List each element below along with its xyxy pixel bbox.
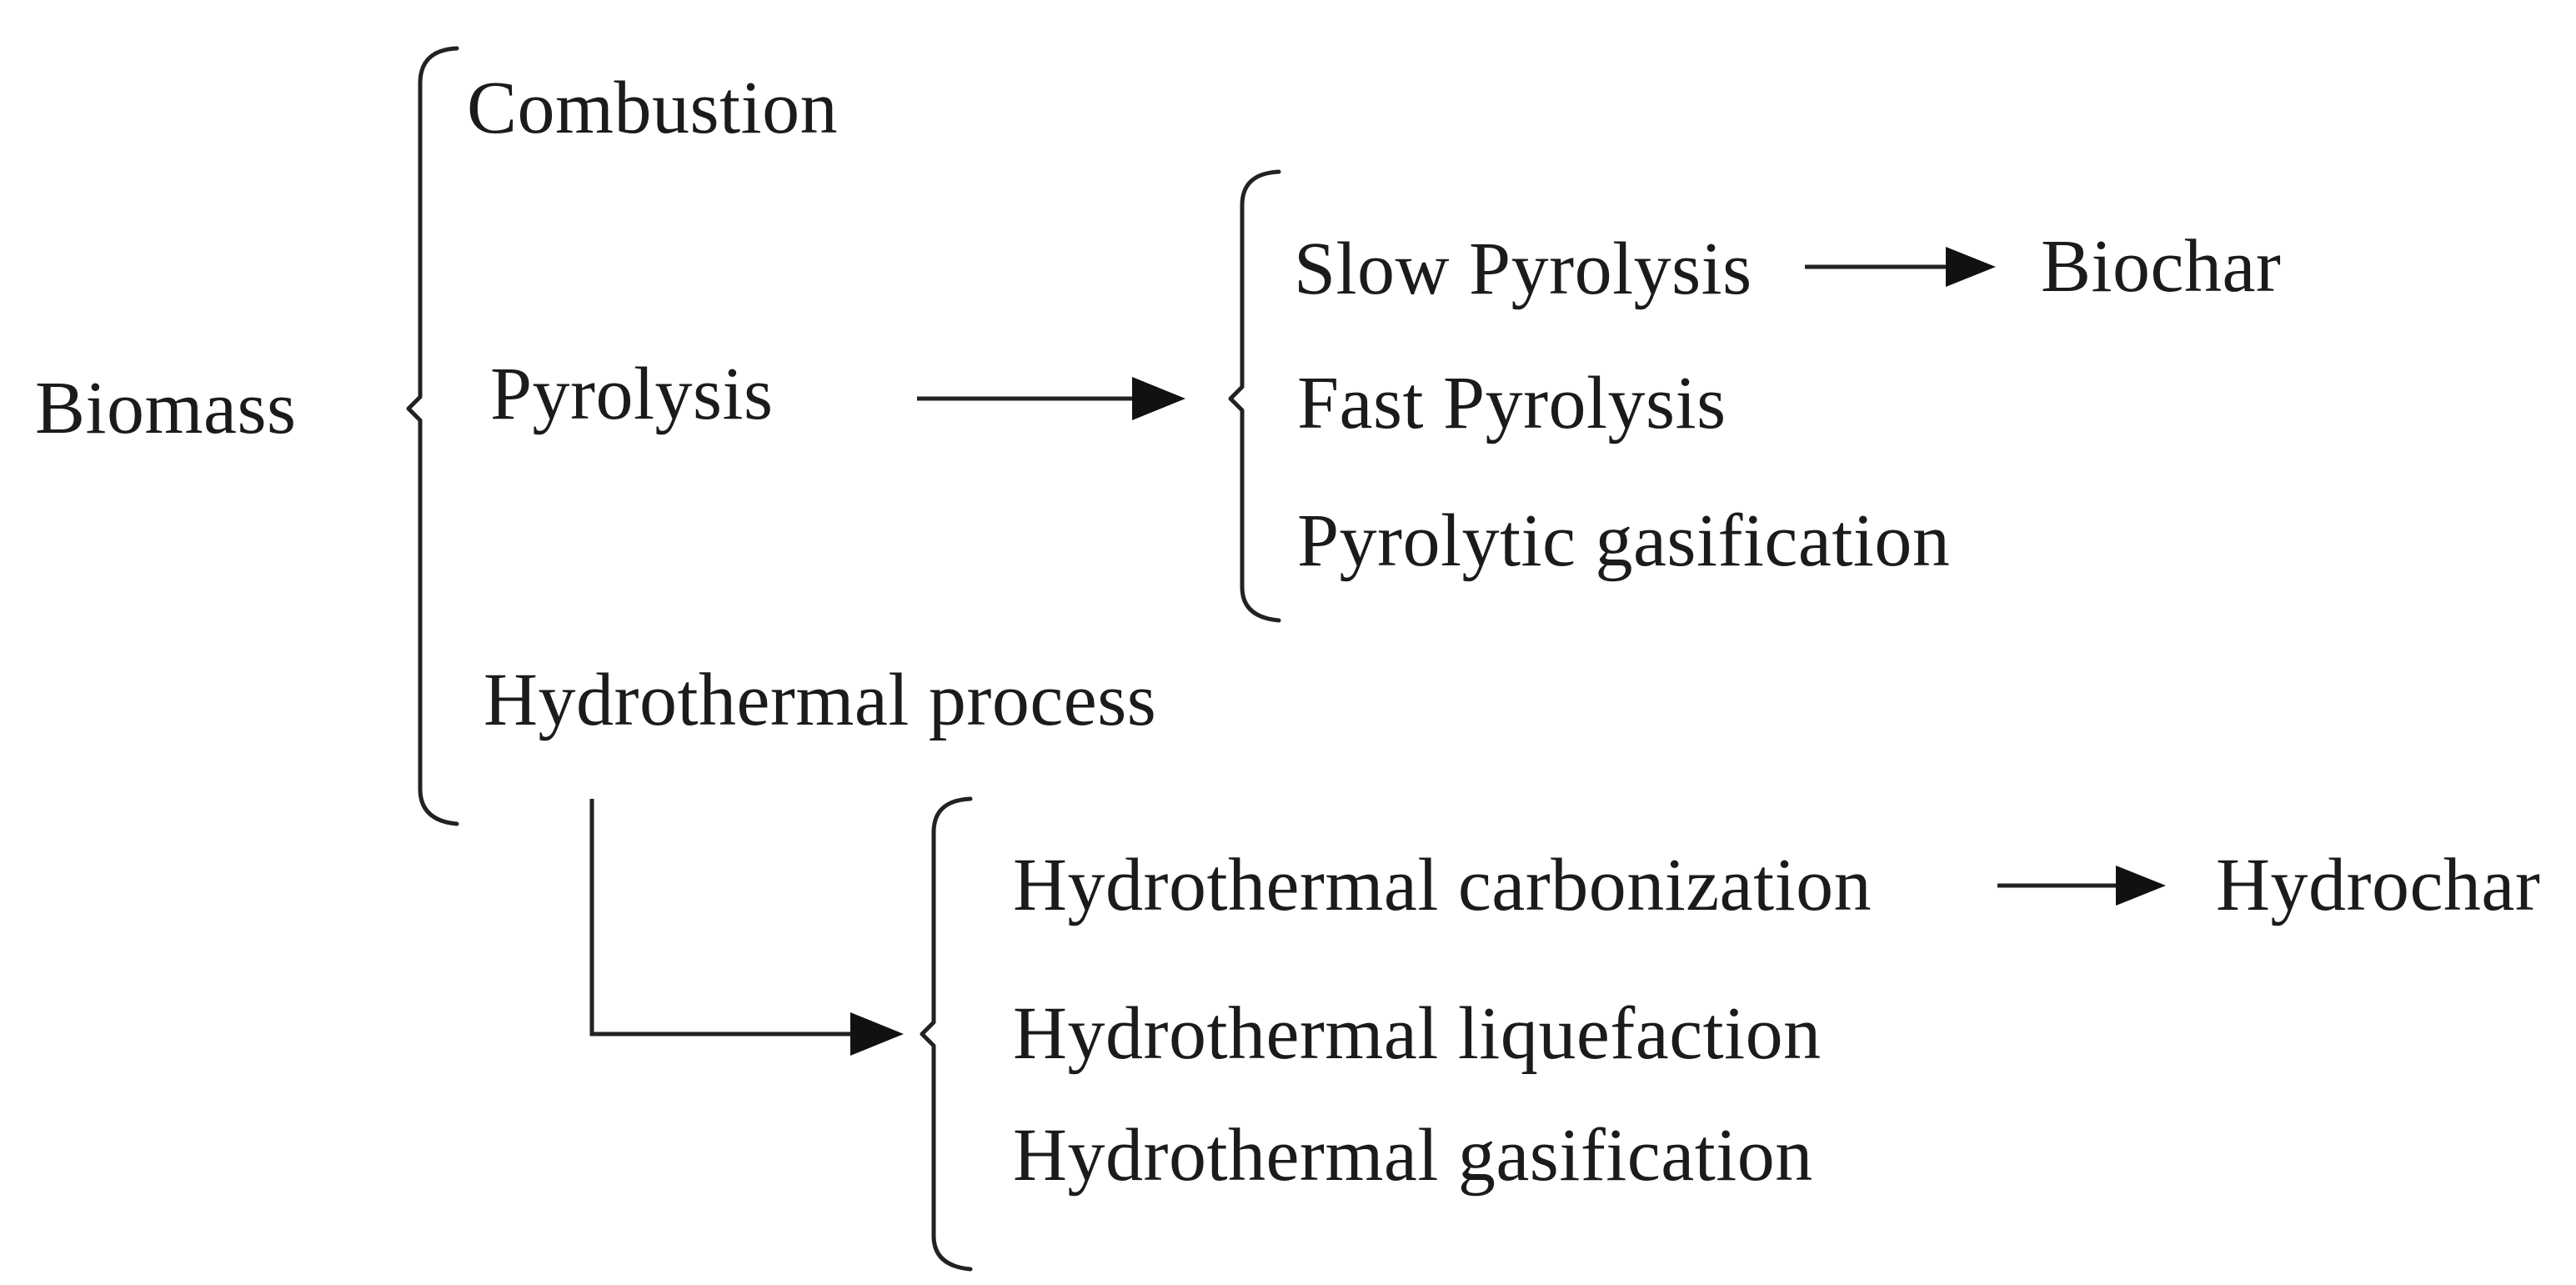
subtype-hydrothermal-carbonization-label: Hydrothermal carbonization	[1013, 844, 1872, 926]
pyrolysis-arrowhead	[1132, 377, 1185, 420]
biomass-brace	[406, 46, 459, 826]
subtype-fast-pyrolysis-label: Fast Pyrolysis	[1297, 362, 1727, 444]
biomass-label: Biomass	[35, 367, 297, 449]
hydrothermal-bent-arrowhead	[850, 1012, 904, 1056]
biochar-arrowhead	[1946, 247, 1996, 287]
product-biochar-label: Biochar	[2041, 225, 2282, 308]
subtype-hydrothermal-liquefaction-label: Hydrothermal liquefaction	[1013, 992, 1822, 1075]
hydrochar-arrowhead	[2116, 866, 2166, 906]
branch-combustion-label: Combustion	[467, 67, 839, 149]
pyrolysis-subtypes-brace	[1228, 169, 1281, 623]
hydrothermal-subtypes-brace	[920, 796, 973, 1272]
product-hydrochar-label: Hydrochar	[2216, 844, 2541, 926]
hydrothermal-bent-arrow	[589, 799, 852, 1037]
branch-hydrothermal-process-label: Hydrothermal process	[484, 659, 1157, 741]
branch-pyrolysis-label: Pyrolysis	[490, 353, 774, 435]
subtype-pyrolytic-gasification-label: Pyrolytic gasification	[1297, 499, 1951, 582]
subtype-hydrothermal-gasification-label: Hydrothermal gasification	[1013, 1114, 1813, 1197]
subtype-slow-pyrolysis-label: Slow Pyrolysis	[1294, 228, 1752, 310]
